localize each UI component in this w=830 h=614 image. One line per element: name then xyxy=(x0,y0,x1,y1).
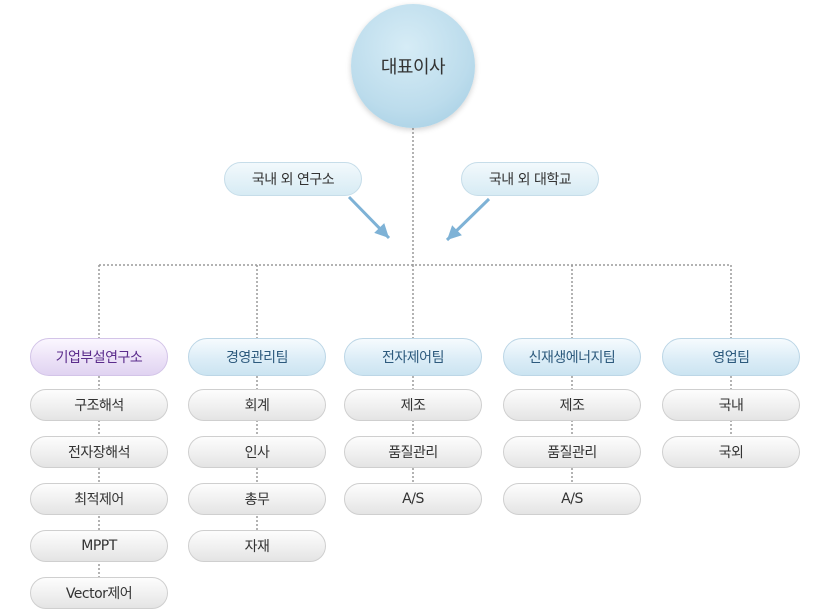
sub-unit-label: A/S xyxy=(402,491,424,507)
partner-research-institute[interactable]: 국내 외 연구소 xyxy=(224,162,362,196)
partner-label: 국내 외 연구소 xyxy=(251,172,335,188)
sub-unit[interactable]: Vector제어 xyxy=(30,577,168,609)
sub-unit[interactable]: 제조 xyxy=(503,389,641,421)
sub-unit[interactable]: 전자장해석 xyxy=(30,436,168,468)
department-1[interactable]: 기업부설연구소 xyxy=(30,338,168,376)
sub-unit-label: 인사 xyxy=(244,445,270,461)
arrow-from-university xyxy=(445,197,491,242)
sub-unit[interactable]: A/S xyxy=(503,483,641,515)
sub-unit[interactable]: 국내 xyxy=(662,389,800,421)
sub-unit-label: 회계 xyxy=(244,398,270,414)
department-5[interactable]: 영업팀 xyxy=(662,338,800,376)
sub-unit-label: 구조해석 xyxy=(74,398,124,414)
arrow-from-research-institute xyxy=(347,195,391,240)
department-label: 기업부설연구소 xyxy=(55,350,143,366)
sub-unit-label: 제조 xyxy=(559,398,585,414)
sub-unit[interactable]: A/S xyxy=(344,483,482,515)
ceo-label: 대표이사 xyxy=(380,57,446,78)
department-label: 신재생에너지팀 xyxy=(528,350,616,366)
sub-unit[interactable]: 국외 xyxy=(662,436,800,468)
sub-unit[interactable]: 최적제어 xyxy=(30,483,168,515)
department-2[interactable]: 경영관리팀 xyxy=(188,338,326,376)
sub-unit[interactable]: 자재 xyxy=(188,530,326,562)
sub-unit[interactable]: 품질관리 xyxy=(344,436,482,468)
department-3[interactable]: 전자제어팀 xyxy=(344,338,482,376)
department-4[interactable]: 신재생에너지팀 xyxy=(503,338,641,376)
sub-unit[interactable]: MPPT xyxy=(30,530,168,562)
partner-university[interactable]: 국내 외 대학교 xyxy=(461,162,599,196)
sub-unit-label: Vector제어 xyxy=(65,586,133,602)
sub-unit[interactable]: 제조 xyxy=(344,389,482,421)
sub-unit-label: A/S xyxy=(561,491,583,507)
sub-unit[interactable]: 구조해석 xyxy=(30,389,168,421)
sub-unit-label: 품질관리 xyxy=(547,445,597,461)
sub-unit-label: 국내 xyxy=(718,398,744,414)
sub-unit[interactable]: 회계 xyxy=(188,389,326,421)
sub-unit-label: 품질관리 xyxy=(388,445,438,461)
department-label: 전자제어팀 xyxy=(382,350,444,366)
sub-unit[interactable]: 품질관리 xyxy=(503,436,641,468)
ceo-node[interactable]: 대표이사 xyxy=(351,4,475,128)
sub-unit-label: 자재 xyxy=(244,539,270,555)
partner-label: 국내 외 대학교 xyxy=(488,172,572,188)
department-label: 경영관리팀 xyxy=(226,350,288,366)
sub-unit-label: 전자장해석 xyxy=(68,445,130,461)
sub-unit[interactable]: 인사 xyxy=(188,436,326,468)
sub-unit-label: 국외 xyxy=(718,445,744,461)
sub-unit-label: MPPT xyxy=(81,538,117,554)
sub-unit-label: 총무 xyxy=(244,492,270,508)
sub-unit[interactable]: 총무 xyxy=(188,483,326,515)
department-label: 영업팀 xyxy=(712,350,750,366)
sub-unit-label: 최적제어 xyxy=(74,492,124,508)
sub-unit-label: 제조 xyxy=(400,398,426,414)
